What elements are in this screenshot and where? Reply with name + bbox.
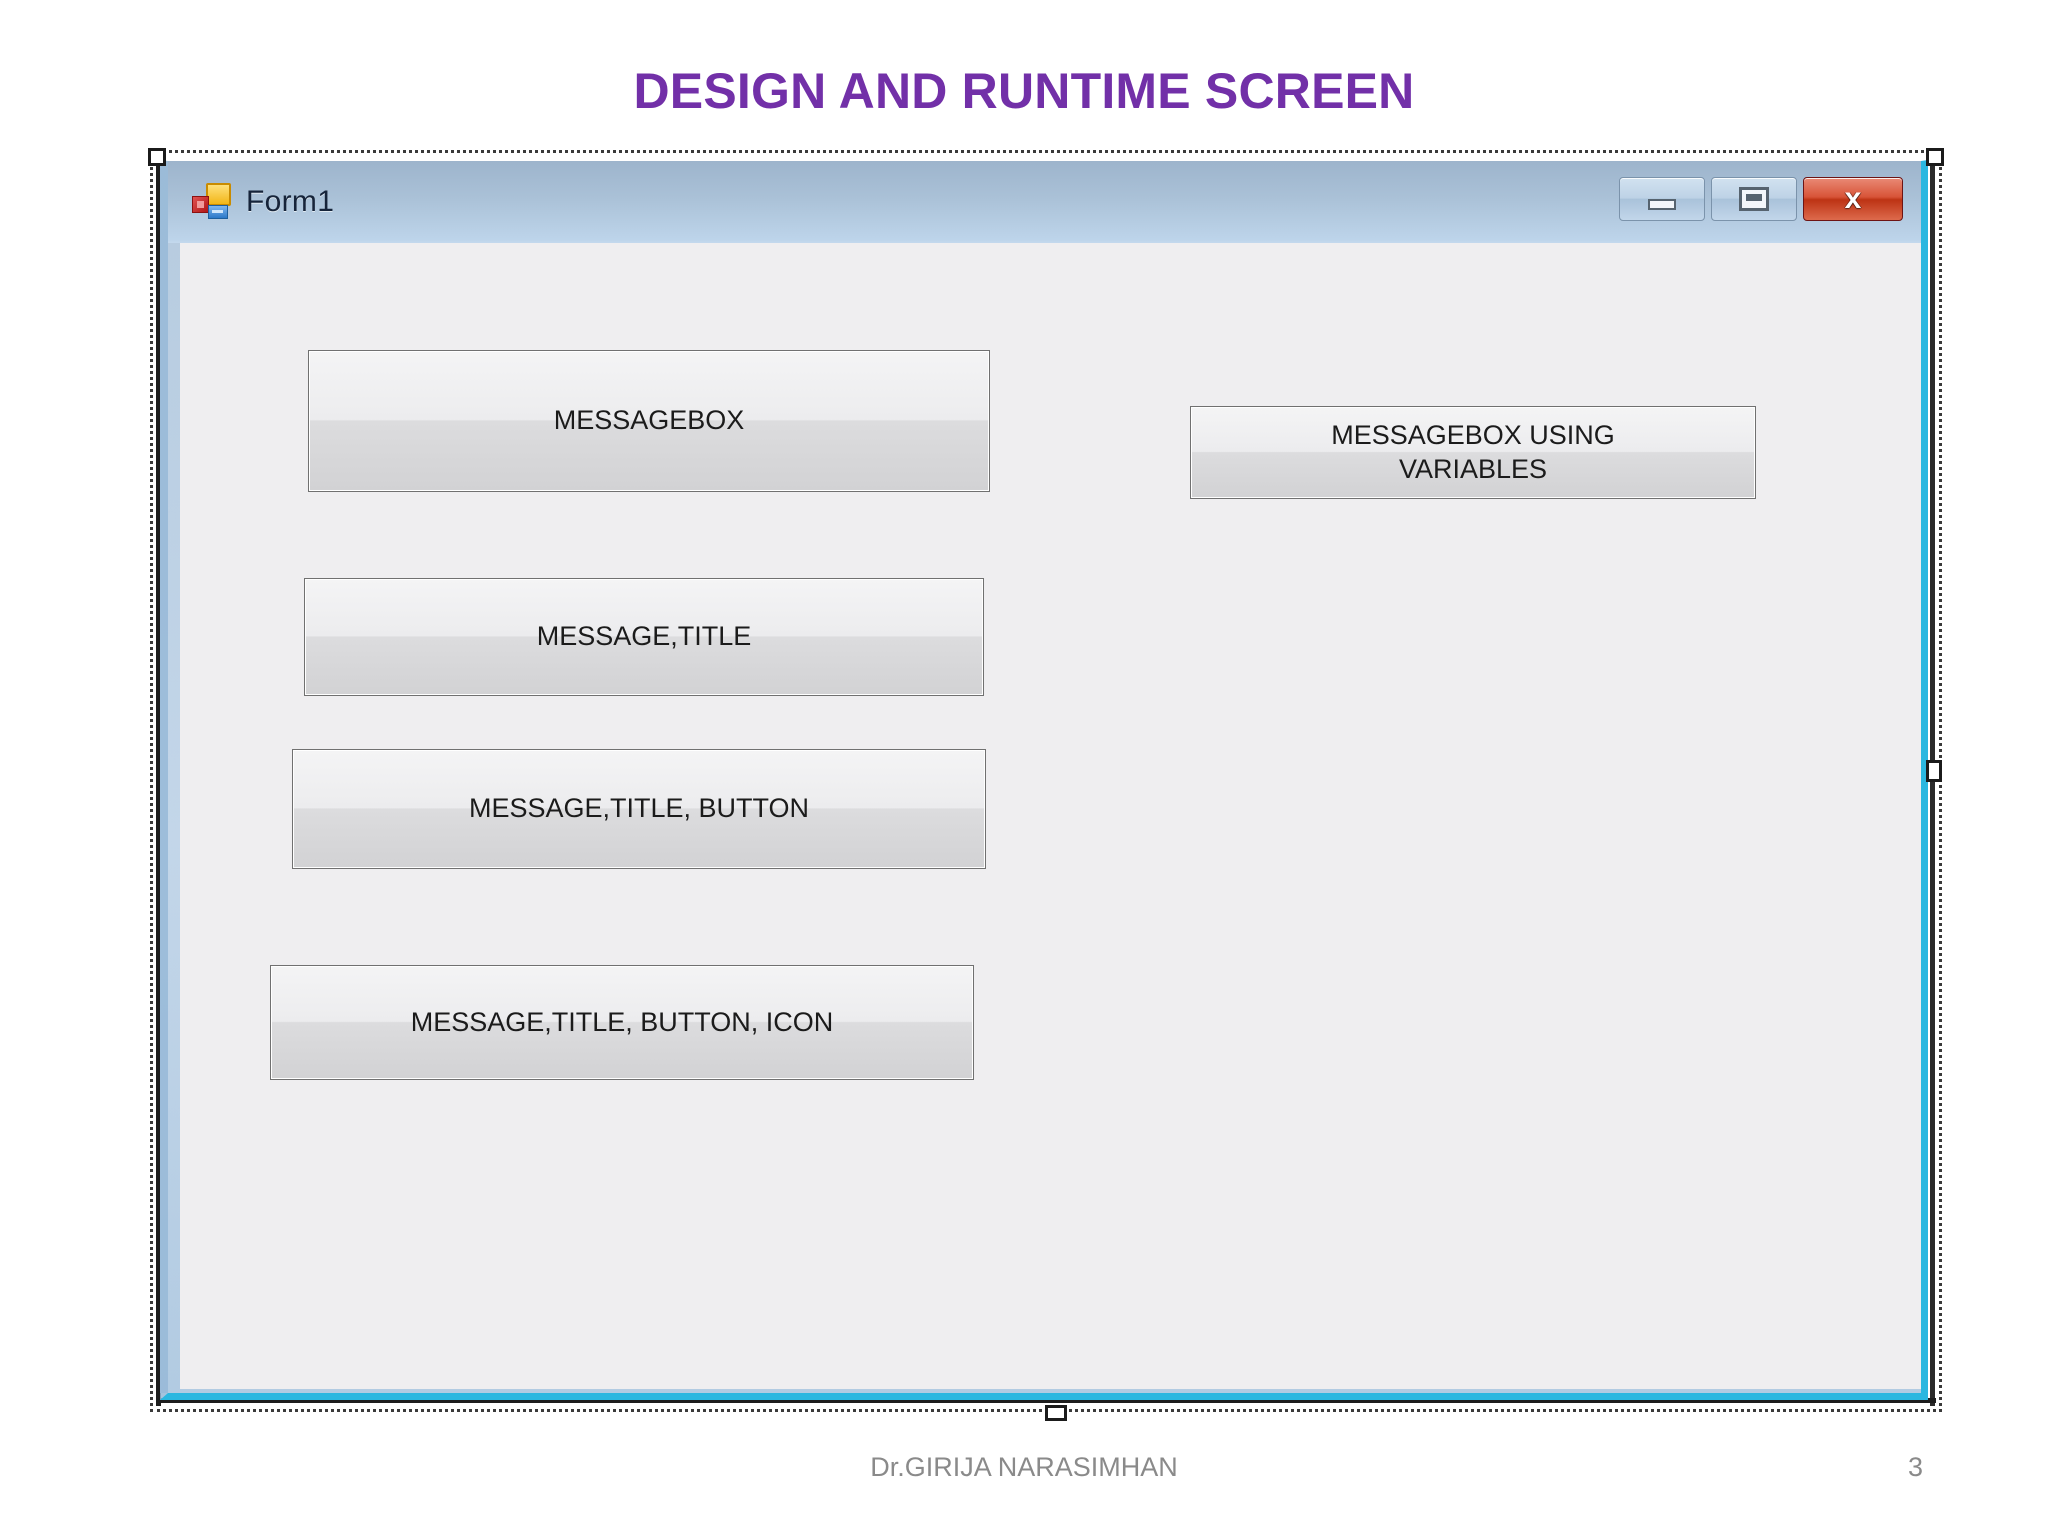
maximize-button[interactable] [1711, 177, 1797, 221]
selection-handle-top-left[interactable] [148, 148, 166, 166]
form-title-text: Form1 [246, 185, 335, 218]
button-message-title[interactable]: MESSAGE,TITLE [304, 578, 984, 696]
form-icon-blue-square [208, 205, 228, 219]
button-message-title-button-icon[interactable]: MESSAGE,TITLE, BUTTON, ICON [270, 965, 974, 1080]
window-controls: x [1619, 177, 1903, 221]
button-messagebox[interactable]: MESSAGEBOX [308, 350, 990, 492]
button-message-title-button[interactable]: MESSAGE,TITLE, BUTTON [292, 749, 986, 869]
form-client-area: MESSAGEBOX MESSAGE,TITLE MESSAGE,TITLE, … [180, 243, 1921, 1389]
visual-studio-form-icon [192, 183, 232, 221]
button-messagebox-using-variables[interactable]: MESSAGEBOX USING VARIABLES [1190, 406, 1756, 499]
form-icon-red-square [192, 196, 209, 213]
slide-number: 3 [1908, 1452, 1924, 1482]
close-icon: x [1844, 182, 1862, 215]
frame-border-left [156, 154, 161, 1406]
minimize-icon [1648, 198, 1676, 210]
minimize-button[interactable] [1619, 177, 1705, 221]
footer-author: Dr.GIRIJA NARASIMHAN [870, 1452, 1178, 1482]
selection-handle-top-right[interactable] [1926, 148, 1944, 166]
close-button[interactable]: x [1803, 177, 1903, 221]
form-titlebar[interactable]: Form1 x [168, 161, 1921, 243]
form-icon-yellow-square [206, 183, 231, 206]
picture-selection-wrapper[interactable]: Form1 x MESSAGEBOX MESSAGE,TITLE MESSAGE… [148, 148, 1944, 1421]
selection-handle-bottom-center[interactable] [1045, 1405, 1067, 1421]
maximize-icon [1739, 187, 1769, 211]
page-title: DESIGN AND RUNTIME SCREEN [633, 63, 1415, 119]
selection-handle-middle-right[interactable] [1926, 760, 1942, 782]
form1-window: Form1 x MESSAGEBOX MESSAGE,TITLE MESSAGE… [160, 160, 1928, 1400]
frame-border-bottom [156, 1398, 1936, 1403]
